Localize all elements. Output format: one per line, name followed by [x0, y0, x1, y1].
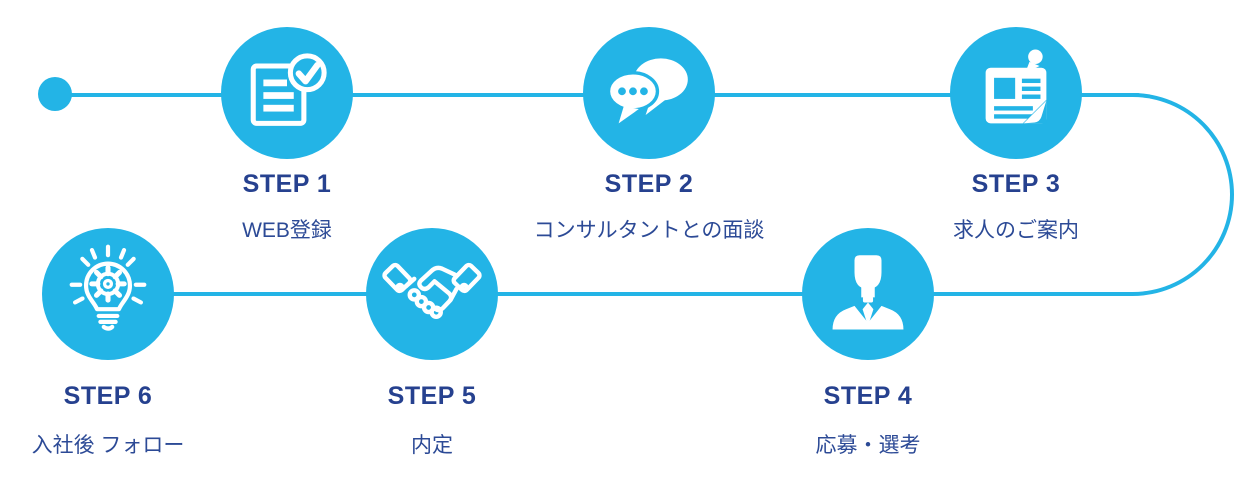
step-1-desc: WEB登録 [242, 219, 332, 242]
lightbulb-gear-icon [69, 244, 147, 331]
step-5-desc: 内定 [411, 434, 453, 457]
handshake-icon [382, 262, 482, 319]
step-2-desc: コンサルタントとの面談 [533, 219, 765, 242]
step-3-circle [950, 27, 1082, 159]
step-3-desc: 求人のご案内 [953, 219, 1079, 242]
step-6-node: STEP 6 入社後 フォロー [0, 0, 258, 478]
flow-line-bottom [106, 292, 1046, 296]
step-2-node: STEP 2 コンサルタントとの面談 [499, 0, 799, 478]
flow-start-dot [38, 77, 72, 111]
step-1-node: STEP 1 WEB登録 [137, 0, 437, 478]
step-4-node: STEP 4 応募・選考 [718, 0, 1018, 478]
chat-bubbles-icon [606, 58, 688, 124]
step-3-node: STEP 3 求人のご案内 [866, 0, 1166, 478]
step-6-label: STEP 6 [63, 382, 153, 410]
step-3-label: STEP 3 [971, 170, 1061, 198]
document-check-icon [250, 53, 327, 126]
step-4-label: STEP 4 [823, 382, 913, 410]
flow-curve-right [1030, 93, 1234, 296]
step-6-circle [42, 228, 174, 360]
step-4-circle [802, 228, 934, 360]
step-2-circle [583, 27, 715, 159]
step-5-node: STEP 5 内定 [282, 0, 582, 478]
step-4-desc: 応募・選考 [815, 434, 921, 457]
step-5-label: STEP 5 [387, 382, 477, 410]
businessman-icon [832, 255, 904, 330]
step-1-circle [221, 27, 353, 159]
step-6-desc: 入社後 フォロー [31, 434, 185, 457]
step-1-label: STEP 1 [242, 170, 332, 198]
step-5-circle [366, 228, 498, 360]
step-2-label: STEP 2 [604, 170, 694, 198]
job-listing-pin-icon [985, 49, 1047, 124]
